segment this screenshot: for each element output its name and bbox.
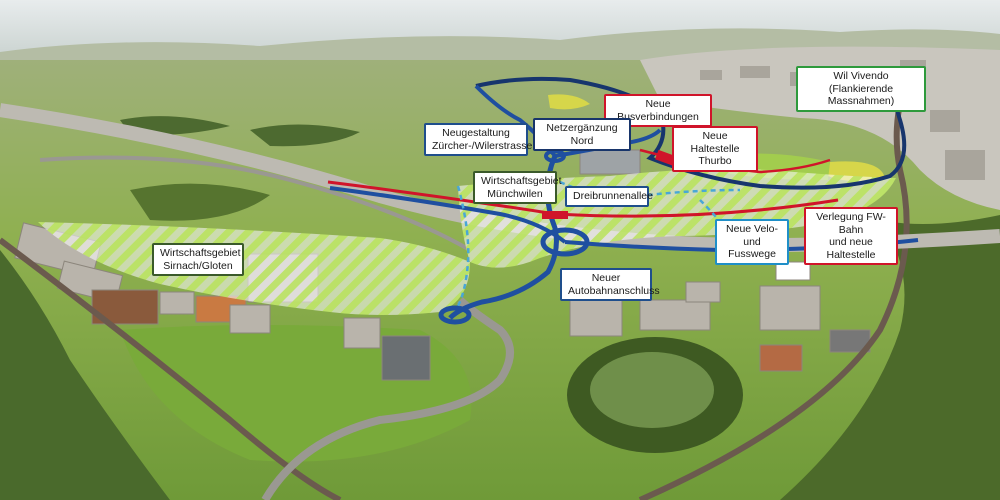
label-verlegung-fw-bahn: Verlegung FW-Bahn und neue Haltestelle — [804, 207, 898, 265]
line-velo-1 — [456, 185, 470, 307]
forest-upper — [120, 116, 360, 147]
road-main-curve — [261, 297, 514, 500]
line-bus-west — [329, 186, 567, 244]
town-blocks — [700, 60, 985, 180]
label-wirtschaftsgebiet-sirnach: Wirtschaftsgebiet Sirnach/Gloten — [152, 243, 244, 276]
road-cantonal — [39, 155, 471, 252]
forest-left — [0, 250, 170, 500]
label-neue-velo-fusswege: Neue Velo- und Fusswege — [715, 219, 789, 265]
label-dreibrunnenallee: Dreibrunnenallee — [565, 186, 653, 207]
label-netzergaenzung-nord: Netzergänzung Nord — [533, 118, 631, 151]
railway-main — [0, 237, 342, 500]
field-yellow-left — [548, 94, 590, 110]
label-neuer-autobahnanschluss: Neuer Autobahnanschluss — [560, 268, 660, 301]
label-neue-haltestelle-thurbo: Neue Haltestelle Thurbo — [672, 126, 758, 172]
label-neugestaltung: Neugestaltung Zürcher-/Wilerstrasse — [424, 123, 532, 156]
label-wil-vivendo: Wil Vivendo (Flankierende Massnahmen) — [796, 66, 926, 112]
roundabout-south — [438, 305, 472, 325]
line-netzergaenzung-nord — [475, 76, 907, 190]
label-wirtschaftsgebiet-muenchwilen: Wirtschaftsgebiet Münchwilen — [473, 171, 562, 204]
forest-right — [780, 215, 1000, 500]
station-marker-fw — [542, 211, 568, 219]
pond — [590, 352, 714, 428]
zone-sirnach-gloten — [38, 222, 470, 315]
railway-east — [638, 68, 913, 500]
forest-mid — [130, 183, 270, 221]
